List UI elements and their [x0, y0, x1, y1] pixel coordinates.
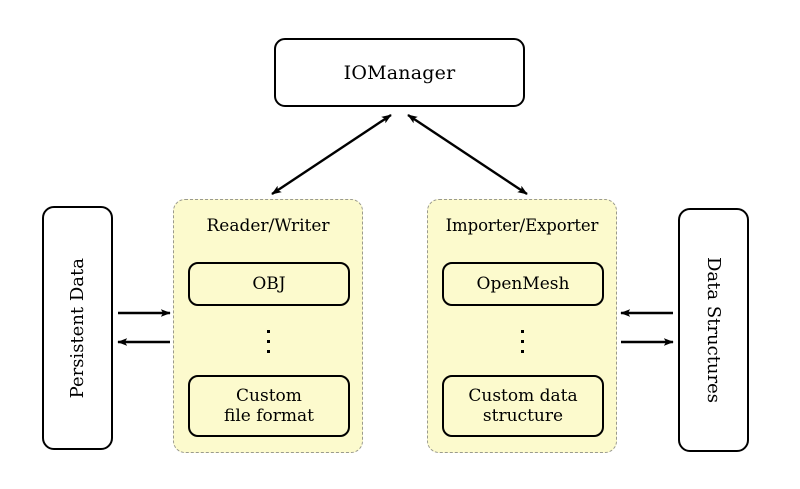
group-reader-writer[interactable]: Reader/Writer OBJ Custom file format — [173, 199, 363, 453]
item-custom-data-structure-line2: structure — [482, 406, 564, 426]
item-openmesh-label: OpenMesh — [476, 273, 570, 294]
item-custom-data-structure-label: Custom data structure — [468, 386, 577, 426]
node-data-structures-label: Data Structures — [703, 256, 724, 403]
node-iomanager-label: IOManager — [343, 61, 456, 84]
item-obj-label: OBJ — [252, 273, 286, 294]
arrow-iomanager-reader-writer — [271, 114, 392, 195]
item-openmesh[interactable]: OpenMesh — [442, 262, 604, 306]
item-custom-data-structure[interactable]: Custom data structure — [442, 375, 604, 437]
item-custom-file-format-label: Custom file format — [224, 386, 314, 426]
importer-exporter-ellipsis-icon — [428, 316, 616, 366]
reader-writer-ellipsis-icon — [174, 316, 362, 366]
node-persistent-data[interactable]: Persistent Data — [42, 206, 113, 450]
item-custom-file-format-line1: Custom — [236, 385, 302, 406]
arrow-iomanager-importer-exporter — [407, 114, 528, 195]
group-importer-exporter-title: Importer/Exporter — [445, 216, 599, 235]
item-obj[interactable]: OBJ — [188, 262, 350, 306]
node-persistent-data-label: Persistent Data — [67, 257, 88, 399]
item-custom-file-format[interactable]: Custom file format — [188, 375, 350, 437]
group-reader-writer-title: Reader/Writer — [206, 216, 330, 236]
group-importer-exporter[interactable]: Importer/Exporter OpenMesh Custom data s… — [427, 199, 617, 453]
item-custom-file-format-line2: file format — [224, 406, 314, 426]
node-iomanager[interactable]: IOManager — [274, 38, 525, 107]
node-data-structures[interactable]: Data Structures — [678, 208, 749, 452]
item-custom-data-structure-line1: Custom data — [468, 385, 578, 406]
